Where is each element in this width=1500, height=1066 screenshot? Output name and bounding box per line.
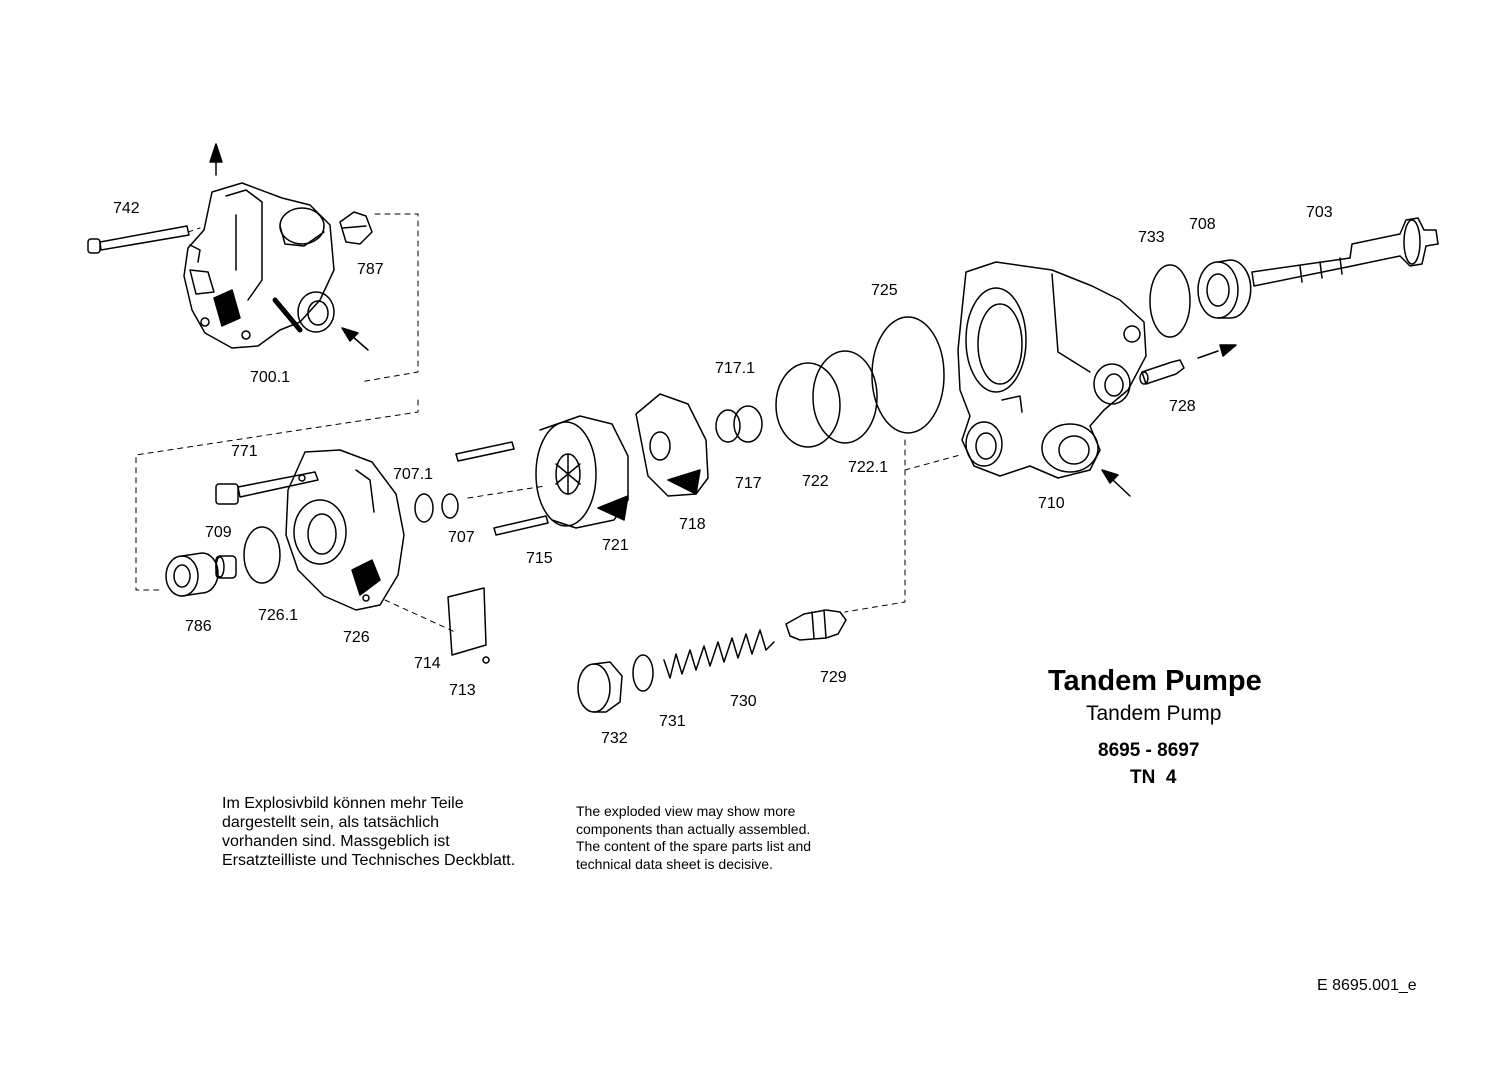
rotor-721 [535,415,629,529]
part-label-703: 703 [1306,204,1333,221]
part-label-717: 717 [735,475,762,492]
o-ring-722-1 [812,350,878,444]
part-label-710: 710 [1038,495,1065,512]
ring-707 [441,493,459,519]
flow-arrows [209,143,1237,497]
tn-number: TN 4 [1130,767,1177,788]
note-english-line: The exploded view may show more [576,803,796,819]
nipple-728 [1139,359,1185,385]
bolt-742 [87,225,190,254]
pump-housing-700-1 [183,182,335,349]
note-german-line: vorhanden sind. Massgeblich ist [222,833,450,850]
note-german: Im Explosivbild können mehr Teile darges… [222,794,515,870]
note-english: The exploded view may show more componen… [576,803,811,873]
part-label-726: 726 [343,629,370,646]
seal-ring-726-1 [243,526,281,584]
shaft-seal-708 [1197,259,1252,319]
part-label-722-1: 722.1 [848,459,889,476]
part-label-707: 707 [448,529,475,546]
note-german-line: Ersatzteilliste und Technisches Deckblat… [222,852,516,869]
bolt-771 [215,471,319,505]
title-german: Tandem Pumpe [1048,665,1262,697]
part-label-700-1: 700.1 [250,369,291,386]
part-label-731: 731 [659,713,686,730]
part-label-718: 718 [679,516,706,533]
part-label-713: 713 [449,682,476,699]
ring-717 [733,405,763,443]
drive-shaft-703 [1251,217,1439,287]
o-ring-722 [775,362,841,448]
part-label-707-1: 707.1 [393,466,434,483]
note-english-line: technical data sheet is decisive. [576,855,773,872]
o-ring-725 [871,316,945,434]
o-ring-733 [1149,264,1191,338]
part-label-730: 730 [730,693,757,710]
part-label-728: 728 [1169,398,1196,415]
part-label-709: 709 [205,524,232,541]
pin-713 [482,656,490,664]
model-range: 8695 - 8697 [1098,740,1200,761]
note-german-line: Im Explosivbild können mehr Teile [222,795,464,812]
part-label-742: 742 [113,200,140,217]
document-number: E 8695.001_e [1317,977,1417,994]
ring-717-1 [715,409,741,443]
part-label-732: 732 [601,730,628,747]
sleeve-709 [215,555,237,579]
part-label-715: 715 [526,550,553,567]
note-english-line: The content of the spare parts list and [576,838,812,854]
part-label-722: 722 [802,473,829,490]
part-label-733: 733 [1138,229,1165,246]
part-label-726-1: 726.1 [258,607,299,624]
part-label-725: 725 [871,282,898,299]
pins-715 [455,441,549,536]
cover-726 [285,449,405,611]
part-label-786: 786 [185,618,212,635]
slotted-part-787 [339,211,373,245]
spring-730 [663,629,775,679]
title-english: Tandem Pump [1086,702,1222,725]
o-ring-731 [632,654,654,692]
part-label-787: 787 [357,261,384,278]
valve-729 [785,609,847,641]
ring-707-1 [414,493,434,523]
part-label-714: 714 [414,655,441,672]
note-german-line: dargestellt sein, als tatsächlich [222,814,439,831]
plug-732 [577,661,623,713]
plate-714 [447,587,487,656]
assembly-lines [135,213,961,633]
bearing-786 [165,552,219,597]
part-label-717-1: 717.1 [715,360,756,377]
part-label-729: 729 [820,669,847,686]
main-housing-710 [957,261,1147,479]
note-english-line: components than actually assembled. [576,820,811,837]
part-label-771: 771 [231,443,258,460]
part-label-721: 721 [602,537,629,554]
cam-plate-718 [635,393,709,497]
part-label-708: 708 [1189,216,1216,233]
